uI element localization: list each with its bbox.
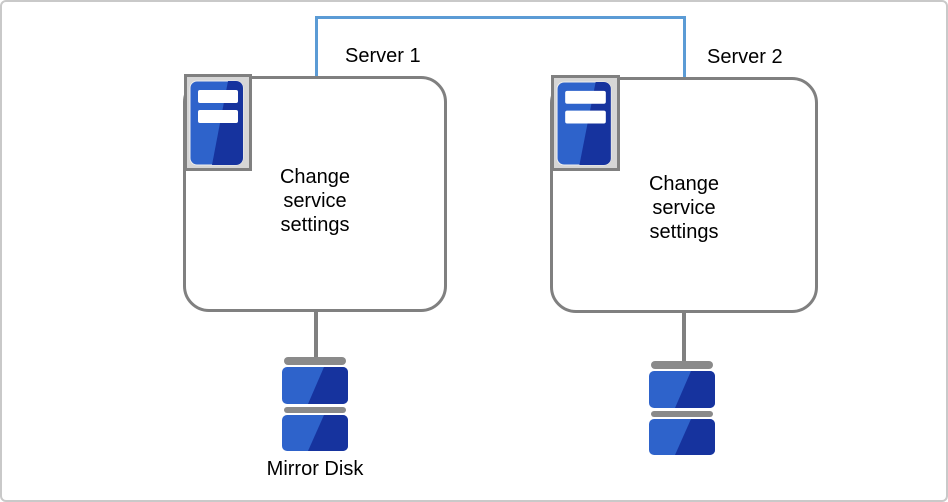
disk-cap-bar: [651, 361, 713, 369]
disk-platter-shade: [308, 367, 348, 404]
server-tower-icon: [551, 75, 620, 171]
disk-cap-bar: [651, 411, 713, 417]
server-tower-icon: [184, 74, 252, 171]
server-slot-bar: [565, 110, 606, 124]
server2-group-box: Change service settings: [550, 77, 818, 313]
disk-platter-shade: [675, 371, 715, 408]
server1-service-settings-text: Change service settings: [279, 166, 351, 236]
mirror-disk-stack-icon: [649, 361, 715, 455]
disk-platter-shade: [675, 419, 715, 455]
mirror-disk-stack-icon: [282, 357, 348, 451]
server2-service-settings-text: Change service settings: [648, 173, 720, 243]
network-link-right-segment: [683, 16, 686, 79]
disk-link-line: [682, 310, 686, 365]
mirror-disk-label: Mirror Disk: [266, 458, 364, 480]
disk-platter-shade: [308, 415, 348, 451]
disk-stack-graphic: [649, 361, 715, 455]
disk-cap-bar: [284, 407, 346, 413]
disk-cap-bar: [284, 357, 346, 365]
server2-label: Server 2: [707, 46, 783, 68]
server1-label: Server 1: [345, 45, 421, 67]
server-tower-icon-graphic: [189, 80, 244, 166]
network-link-left-segment: [315, 16, 318, 78]
server-tower-icon-graphic: [556, 81, 612, 166]
disk-stack-graphic: [282, 357, 348, 451]
server-slot-bar: [198, 90, 238, 103]
server-slot-bar: [565, 90, 606, 104]
network-link-horizontal-segment: [315, 16, 686, 19]
disk-link-line: [314, 309, 318, 361]
server-slot-bar: [198, 110, 238, 123]
